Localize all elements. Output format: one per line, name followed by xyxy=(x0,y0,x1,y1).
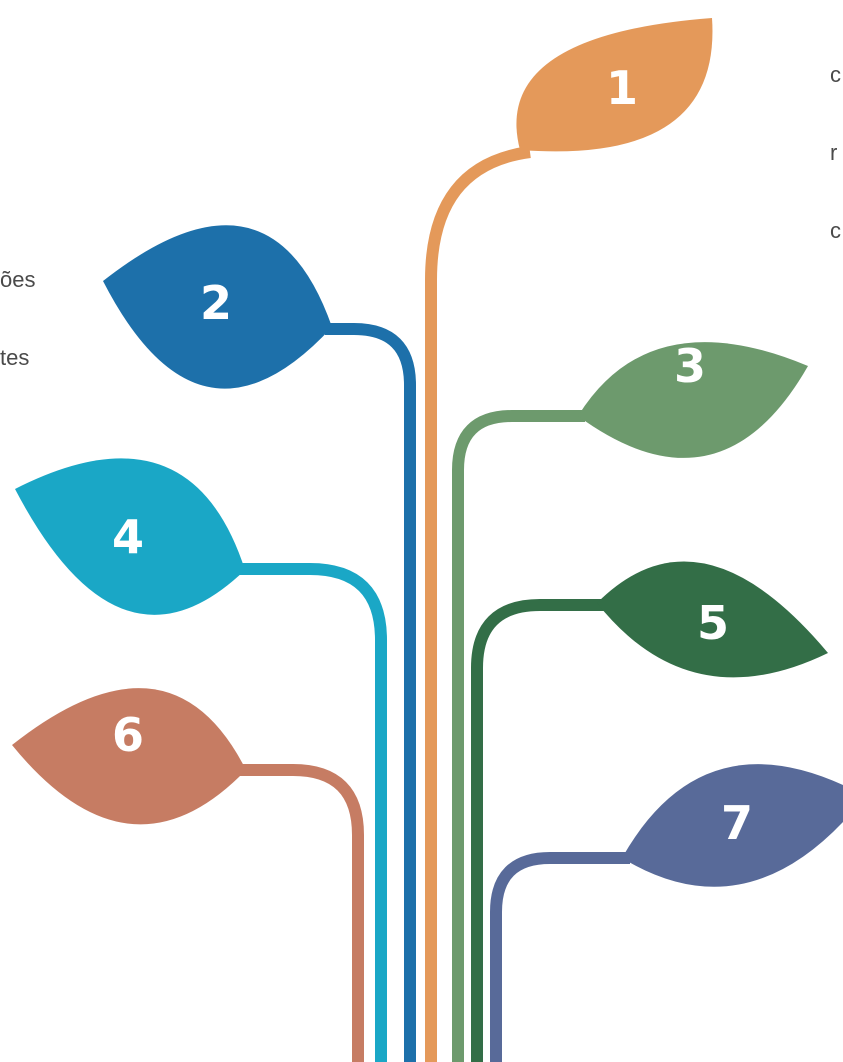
stem-5 xyxy=(471,599,605,1062)
cropped-text-right-line: c xyxy=(830,62,841,87)
stem-3 xyxy=(452,410,585,1062)
leaf-5: 5 xyxy=(597,561,828,678)
stem-2 xyxy=(325,323,416,1062)
stem-1 xyxy=(425,146,531,1062)
leaf-5-number: 5 xyxy=(697,596,729,650)
leaf-4-number: 4 xyxy=(112,510,144,564)
leaf-4-shape xyxy=(15,458,245,615)
leaf-2: 2 xyxy=(103,225,332,389)
leaf-6-shape xyxy=(12,688,246,825)
leaf-3: 3 xyxy=(578,339,808,458)
cropped-text-left: ões tes xyxy=(0,215,35,423)
leaf-1-shape xyxy=(516,18,713,152)
cropped-text-left-line: ões xyxy=(0,267,36,292)
leaf-3-number: 3 xyxy=(674,339,706,393)
stem-7 xyxy=(490,852,630,1062)
cropped-text-right-line: c xyxy=(830,218,841,243)
leaf-7-number: 7 xyxy=(721,796,753,850)
leaf-2-number: 2 xyxy=(200,276,232,330)
leaf-1: 1 xyxy=(516,18,713,152)
stem-6 xyxy=(240,764,364,1062)
leaf-6: 6 xyxy=(12,688,246,825)
stem-4 xyxy=(236,563,387,1062)
leaf-3-shape xyxy=(578,342,808,458)
cropped-text-right-line: r xyxy=(830,140,838,165)
leaf-7-shape xyxy=(622,764,843,887)
leaf-2-shape xyxy=(103,225,332,389)
leaf-7: 7 xyxy=(622,764,843,887)
cropped-text-right: c r c xyxy=(830,10,843,296)
leaf-6-number: 6 xyxy=(112,708,144,762)
leaf-1-number: 1 xyxy=(606,61,638,115)
leaf-4: 4 xyxy=(15,458,245,615)
leaf-5-shape xyxy=(597,561,828,678)
cropped-text-left-line: tes xyxy=(0,345,30,370)
